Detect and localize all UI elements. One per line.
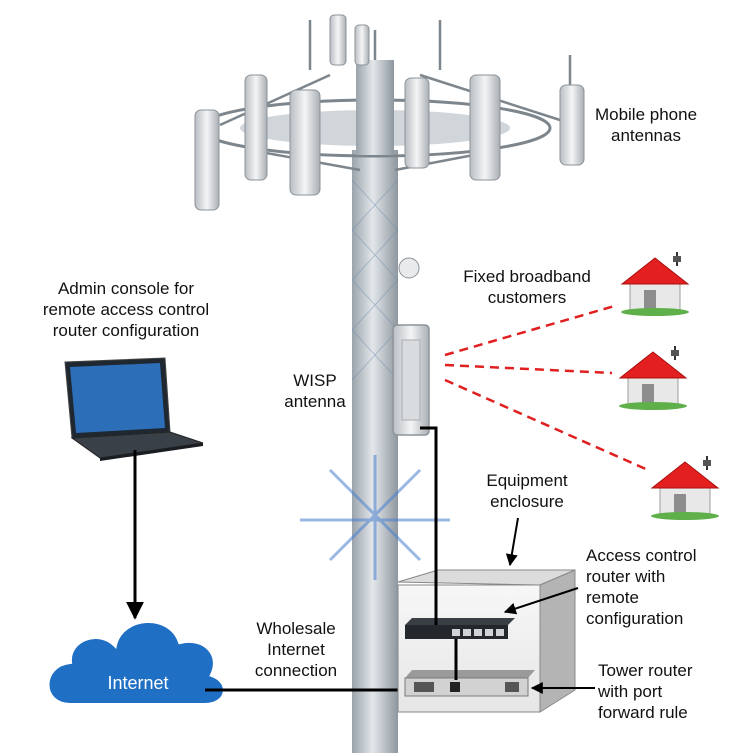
admin-console-line3: router configuration [52,321,200,340]
wisp-antenna-label: WISP antenna [275,370,355,412]
house-icon [618,346,688,410]
wholesale-label: Wholesale Internet connection [228,618,364,681]
mobile-antennas-line1: Mobile phone [594,105,698,124]
wholesale-line1: Wholesale [256,619,336,638]
pointer-arrows [503,517,595,694]
cable-lines [420,426,458,680]
cloud-icon [45,618,227,707]
equipment-enclosure-line1: Equipment [486,471,568,490]
wisp-antenna-line2: antenna [284,392,346,411]
switch-icon [405,618,515,639]
equipment-enclosure-line2: enclosure [490,492,564,511]
mobile-antennas [194,14,585,211]
fixed-broadband-label: Fixed broadband customers [442,266,612,308]
tower-router-line2: with port [598,682,663,701]
tower-router-label: Tower router with port forward rule [598,660,728,723]
access-router-line1: Access control [586,546,697,565]
wholesale-line2: Internet [267,640,325,659]
admin-console-label: Admin console for remote access control … [14,278,238,341]
house-icon [620,252,690,316]
wireless-links [444,303,649,472]
wholesale-line3: connection [254,661,338,680]
access-router-label: Access control router with remote config… [586,545,726,629]
router-icon [404,670,535,697]
fixed-broadband-line1: Fixed broadband [463,267,591,286]
mobile-antennas-line2: antennas [611,126,681,145]
access-router-line3: remote [586,588,639,607]
laptop-icon [64,357,204,461]
house-icon [650,456,720,520]
access-router-line2: router with [586,567,666,586]
wisp-antenna-line1: WISP [293,371,337,390]
equipment-enclosure-label: Equipment enclosure [468,470,586,512]
admin-console-line1: Admin console for [57,279,195,298]
tower-router-line3: forward rule [598,703,688,722]
tower-router-line1: Tower router [598,661,693,680]
admin-console-line2: remote access control [42,300,210,319]
internet-label: Internet [107,673,169,693]
fixed-broadband-line2: customers [487,288,567,307]
antenna-icon [392,257,430,436]
access-router-line4: configuration [586,609,684,628]
mobile-antennas-label: Mobile phone antennas [582,104,710,146]
